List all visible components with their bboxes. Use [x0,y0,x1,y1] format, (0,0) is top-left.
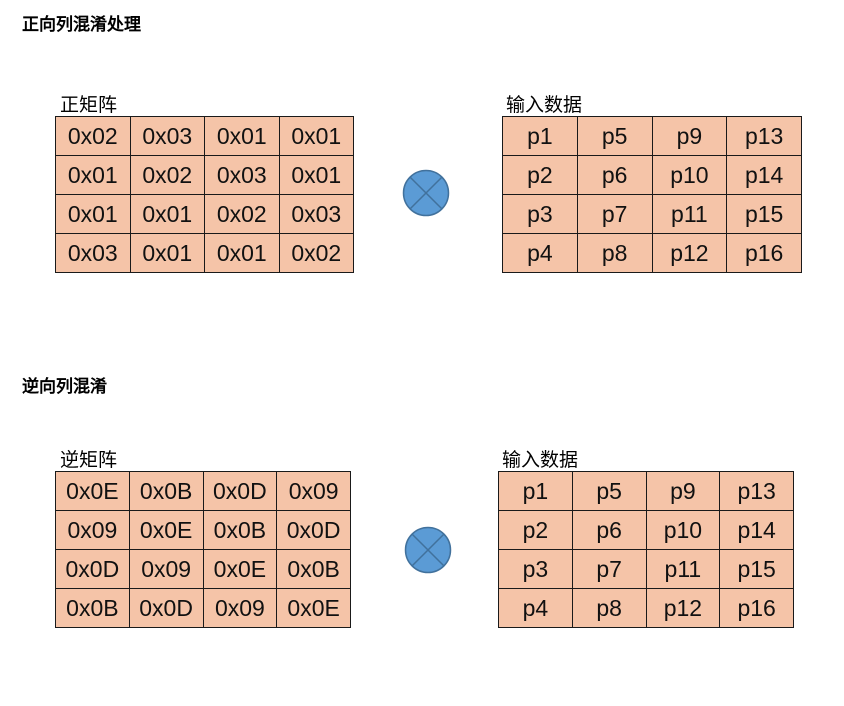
inverse-section-title: 逆向列混淆 [22,377,107,397]
matrix-cell: 0x0D [276,510,351,550]
matrix-cell: 0x09 [276,471,351,511]
matrix-cell: 0x0D [55,549,130,589]
matrix-cell: 0x02 [204,194,280,234]
inverse-input-label: 输入数据 [502,449,579,471]
matrix-cell: 0x0E [202,549,278,589]
matrix-cell: 0x0E [128,510,204,550]
matrix-cell: 0x09 [128,549,204,589]
matrix-cell: p1 [502,116,578,156]
matrix-cell: p10 [645,510,721,550]
matrix-cell: p11 [651,194,728,234]
forward-input-label: 输入数据 [506,94,583,116]
matrix-cell: p7 [576,194,653,234]
matrix-cell: 0x01 [278,155,354,195]
matrix-cell: 0x02 [278,233,354,273]
matrix-cell: 0x0B [202,510,278,550]
matrix-cell: 0x0E [276,588,351,628]
matrix-cell: p3 [502,194,578,234]
matrix-cell: p13 [719,471,794,511]
matrix-cell: p14 [726,155,802,195]
circled-times-icon [402,169,450,217]
matrix-cell: p15 [726,194,802,234]
matrix-cell: p13 [726,116,802,156]
matrix-cell: p5 [571,471,647,511]
matrix-cell: 0x03 [55,233,131,273]
matrix-cell: 0x01 [278,116,354,156]
matrix-cell: 0x02 [55,116,131,156]
matrix-cell: p8 [576,233,653,273]
matrix-cell: 0x01 [129,233,205,273]
matrix-cell: 0x01 [55,155,131,195]
matrix-cell: 0x03 [278,194,354,234]
matrix-cell: 0x03 [204,155,280,195]
matrix-cell: 0x0D [128,588,204,628]
matrix-cell: p7 [571,549,647,589]
matrix-cell: p5 [576,116,653,156]
matrix-cell: 0x01 [129,194,205,234]
matrix-cell: 0x0B [55,588,130,628]
circled-times-icon [404,526,452,574]
matrix-cell: p16 [719,588,794,628]
matrix-cell: p10 [651,155,728,195]
inverse-matrix-label: 逆矩阵 [60,449,118,471]
matrix-cell: 0x0B [276,549,351,589]
matrix-cell: p12 [651,233,728,273]
matrix-cell: 0x01 [204,233,280,273]
matrix-cell: 0x01 [204,116,280,156]
matrix-cell: 0x0B [128,471,204,511]
matrix-cell: 0x0E [55,471,130,511]
matrix-cell: 0x09 [55,510,130,550]
matrix-cell: p6 [576,155,653,195]
matrix-cell: p9 [645,471,721,511]
forward-section-title: 正向列混淆处理 [22,15,141,35]
matrix-cell: p4 [502,233,578,273]
matrix-cell: p9 [651,116,728,156]
matrix-cell: 0x02 [129,155,205,195]
forward-matrix-label: 正矩阵 [60,94,118,116]
matrix-cell: p12 [645,588,721,628]
matrix-cell: p2 [498,510,573,550]
matrix-cell: 0x01 [55,194,131,234]
matrix-cell: 0x09 [202,588,278,628]
matrix-cell: p3 [498,549,573,589]
matrix-cell: 0x03 [129,116,205,156]
matrix-cell: 0x0D [202,471,278,511]
matrix-cell: p2 [502,155,578,195]
matrix-cell: p4 [498,588,573,628]
matrix-cell: p16 [726,233,802,273]
matrix-cell: p6 [571,510,647,550]
matrix-cell: p1 [498,471,573,511]
matrix-cell: p8 [571,588,647,628]
matrix-cell: p15 [719,549,794,589]
matrix-cell: p11 [645,549,721,589]
matrix-cell: p14 [719,510,794,550]
